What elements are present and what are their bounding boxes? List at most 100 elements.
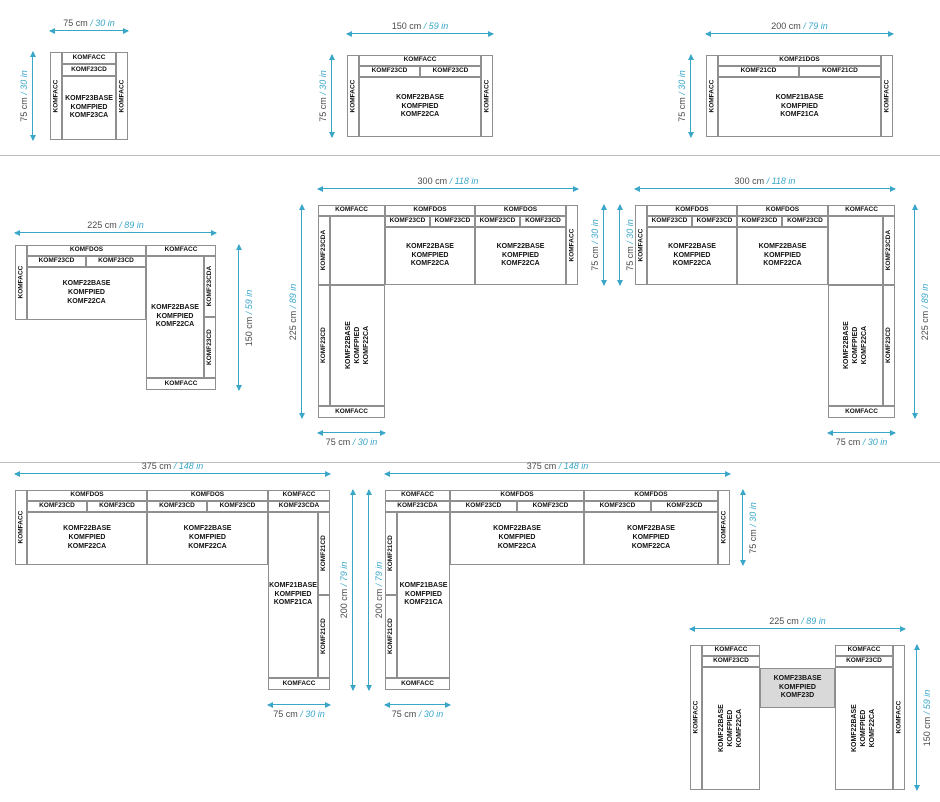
dim-in: / 30 in (677, 70, 687, 95)
armrest-strip: KOMFACC (566, 205, 578, 285)
dim-label: 200 cm / 79 in (339, 562, 349, 619)
label: KOMF21CD (386, 618, 394, 655)
back-cushion-cell: KOMF23CD (207, 501, 268, 512)
back-cushion-cell: KOMF21CD (385, 595, 397, 678)
dim-depth: 150 cm / 59 in (236, 244, 254, 391)
back-cushion-cell: KOMF23CD (835, 656, 893, 667)
dim-cm: 75 cm (391, 709, 417, 719)
label: KOMFACC (117, 79, 125, 113)
armrest-strip: KOMFACC (50, 52, 62, 140)
back-cushion-cell: KOMF21CD (318, 595, 330, 678)
back-cushion-cell: KOMF23CD (782, 216, 828, 227)
dim-label: 200 cm / 79 in (374, 562, 384, 619)
dim-in: / 30 in (300, 709, 325, 719)
seat-module: KOMF21BASE KOMFPIED KOMF21CA (718, 77, 881, 137)
armrest-strip: KOMFACC (828, 406, 895, 418)
seat-module: KOMF22BASE KOMFPIED KOMF22CA (27, 267, 146, 320)
dim-cm: 75 cm (318, 97, 328, 122)
back-cushion-cell: KOMF23CD (27, 256, 86, 267)
armrest-strip: KOMFACC (690, 645, 702, 790)
backrest-panel: KOMFDOS (647, 205, 737, 216)
back-cushion-cell: KOMF23CD (430, 216, 475, 227)
label: KOMF22BASE KOMFPIED KOMF22CA (344, 321, 369, 370)
dim-label: 75 cm / 30 in (590, 219, 600, 271)
dim-label: 225 cm / 89 in (920, 283, 930, 340)
dim-in: / 89 in (119, 220, 144, 230)
dim-cm: 150 cm (244, 316, 254, 346)
armrest-strip: KOMFACC (881, 55, 893, 137)
dim-label: 75 cm / 30 in (392, 709, 444, 719)
dim-depth: 225 cm / 89 in (912, 204, 930, 419)
back-cushion-cell: KOMF23CD (420, 66, 481, 77)
armrest-strip: KOMFACC (268, 490, 330, 501)
label: KOMF22BASE KOMFPIED KOMF22CA (717, 704, 743, 753)
back-cushion-cell: KOMF23CD (883, 285, 895, 406)
dim-label: 375 cm / 148 in (527, 461, 589, 471)
armrest-strip: KOMFACC (718, 490, 730, 565)
dim-cm: 75 cm (590, 246, 600, 271)
dim-in: / 30 in (590, 219, 600, 244)
dim-width: 375 cm / 148 in (384, 461, 731, 477)
label: KOMFACC (636, 228, 644, 262)
dim-width: 200 cm / 79 in (705, 21, 894, 37)
dim-label: 75 cm / 30 in (326, 437, 378, 447)
label: KOMF22BASE KOMFPIED KOMF22CA (850, 704, 876, 753)
dim-in: / 148 in (173, 461, 204, 471)
dim-cm: 225 cm (920, 310, 930, 340)
back-cushion-cell: KOMF23CD (385, 216, 430, 227)
seat-module: KOMF22BASE KOMFPIED KOMF22CA (450, 512, 584, 565)
dim-in: / 79 in (374, 561, 384, 587)
label: KOMFACC (882, 79, 890, 113)
label: KOMF23CD (205, 329, 213, 366)
label: KOMFACC (719, 511, 727, 544)
dim-label: 75 cm / 30 in (63, 18, 115, 28)
dim-cm: 75 cm (273, 709, 298, 719)
backrest-panel: KOMFDOS (737, 205, 828, 216)
armrest-strip: KOMFACC (893, 645, 905, 790)
dim-in: / 30 in (352, 437, 378, 447)
armrest-strip: KOMFACC (835, 645, 893, 656)
dim-in: / 89 in (801, 616, 826, 626)
armrest-strip: KOMFACC (146, 378, 216, 390)
back-cushion-cell: KOMF21CD (318, 512, 330, 595)
back-cushion-cell: KOMF23CD (318, 285, 330, 406)
dim-cm: 75 cm (748, 528, 758, 554)
seat-module: KOMF22BASE KOMFPIED KOMF22CA (475, 227, 566, 285)
armrest-strip: KOMFACC (481, 55, 493, 137)
armrest-strip: KOMFACC (706, 55, 718, 137)
armrest-strip: KOMFACC (359, 55, 481, 66)
back-cushion-cell: KOMF23CD (450, 501, 517, 512)
back-cushion-cell: KOMF21CD (385, 512, 397, 595)
dim-width: 225 cm / 89 in (14, 220, 217, 236)
label: KOMFACC (16, 266, 24, 299)
chaise-seat-module: KOMF22BASE KOMFPIED KOMF22CA (330, 285, 385, 406)
seat-module: KOMF22BASE KOMFPIED KOMF22CA (147, 512, 268, 565)
back-cushion-cell: KOMF23CD (87, 501, 147, 512)
back-cushion-cell: KOMF23CD (517, 501, 584, 512)
seat-module: KOMF22BASE KOMFPIED KOMF22CA (584, 512, 718, 565)
corner-cushion-cell: KOMF23CDA (204, 256, 216, 317)
dim-label: 75 cm / 30 in (318, 70, 328, 122)
dim-in: / 30 in (318, 70, 328, 95)
dim-depth: 75 cm / 30 in (19, 51, 36, 141)
label: KOMF23CD (884, 327, 892, 364)
dim-cm: 75 cm (63, 18, 88, 28)
dim-side-depth: 75 cm / 30 in (617, 204, 635, 286)
dim-label: 150 cm / 59 in (392, 21, 449, 31)
armrest-strip: KOMFACC (116, 52, 128, 140)
label: KOMF23CDA (205, 266, 213, 307)
dim-depth: 75 cm / 30 in (677, 54, 694, 138)
armrest-strip: KOMFACC (268, 678, 330, 690)
dim-in: / 30 in (418, 709, 444, 719)
back-cushion-cell: KOMF23CD (737, 216, 782, 227)
back-cushion-cell: KOMF23CD (27, 501, 87, 512)
dim-width: 75 cm / 30 in (49, 18, 129, 34)
label: KOMFACC (567, 228, 575, 262)
dim-in: / 118 in (766, 176, 796, 186)
armrest-strip: KOMFACC (828, 205, 895, 216)
label: KOMF23CDA (884, 230, 892, 271)
armrest-strip: KOMFACC (318, 205, 385, 216)
dim-label: 75 cm / 30 in (19, 70, 29, 122)
dim-chaise-width: 75 cm / 30 in (384, 702, 451, 719)
